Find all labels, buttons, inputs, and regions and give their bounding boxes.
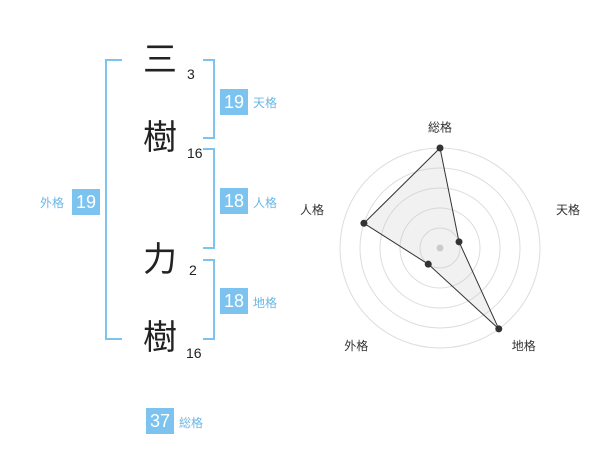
radar-center-dot [436,244,444,252]
jinkaku-label: 人格 [253,196,278,210]
radar-axis-label: 地格 [512,338,536,353]
gaikaku-value: 19 [72,189,100,215]
stroke-count-3: 2 [189,262,197,278]
radar-grid-ring [399,207,481,289]
radar-point [436,144,444,152]
jinkaku-bracket-line [203,148,215,249]
soukaku-label: 総格 [179,416,204,430]
stroke-count-1: 3 [187,66,195,82]
radar-point [495,325,503,333]
chikaku-bracket-line [203,259,215,340]
outer-bracket-line [105,59,122,340]
tenkaku-bracket-line [203,59,215,139]
radar-area [363,146,500,330]
name-char-4: 樹 [143,318,177,358]
tenkaku-label: 天格 [253,96,278,110]
radar-point [360,219,368,227]
name-char-2: 樹 [143,118,177,158]
radar-point [424,260,432,268]
radar-point [455,238,463,246]
radar-grid-ring [379,187,501,309]
radar-grid-ring [359,167,521,329]
radar-axis-label: 天格 [556,202,580,217]
radar-grid-ring [419,227,461,269]
tenkaku-value: 19 [220,89,248,115]
stroke-count-2: 16 [187,145,203,161]
name-char-3: 力 [143,240,177,280]
name-char-1: 三 [143,40,177,80]
soukaku-value: 37 [146,408,174,434]
radar-axis-label: 外格 [344,338,368,353]
jinkaku-value: 18 [220,188,248,214]
gaikaku-label: 外格 [40,196,65,210]
radar-axis-label: 人格 [300,202,324,217]
chikaku-value: 18 [220,288,248,314]
stroke-count-4: 16 [186,345,202,361]
chikaku-label: 地格 [253,296,278,310]
radar-axis-label: 総格 [428,120,452,135]
